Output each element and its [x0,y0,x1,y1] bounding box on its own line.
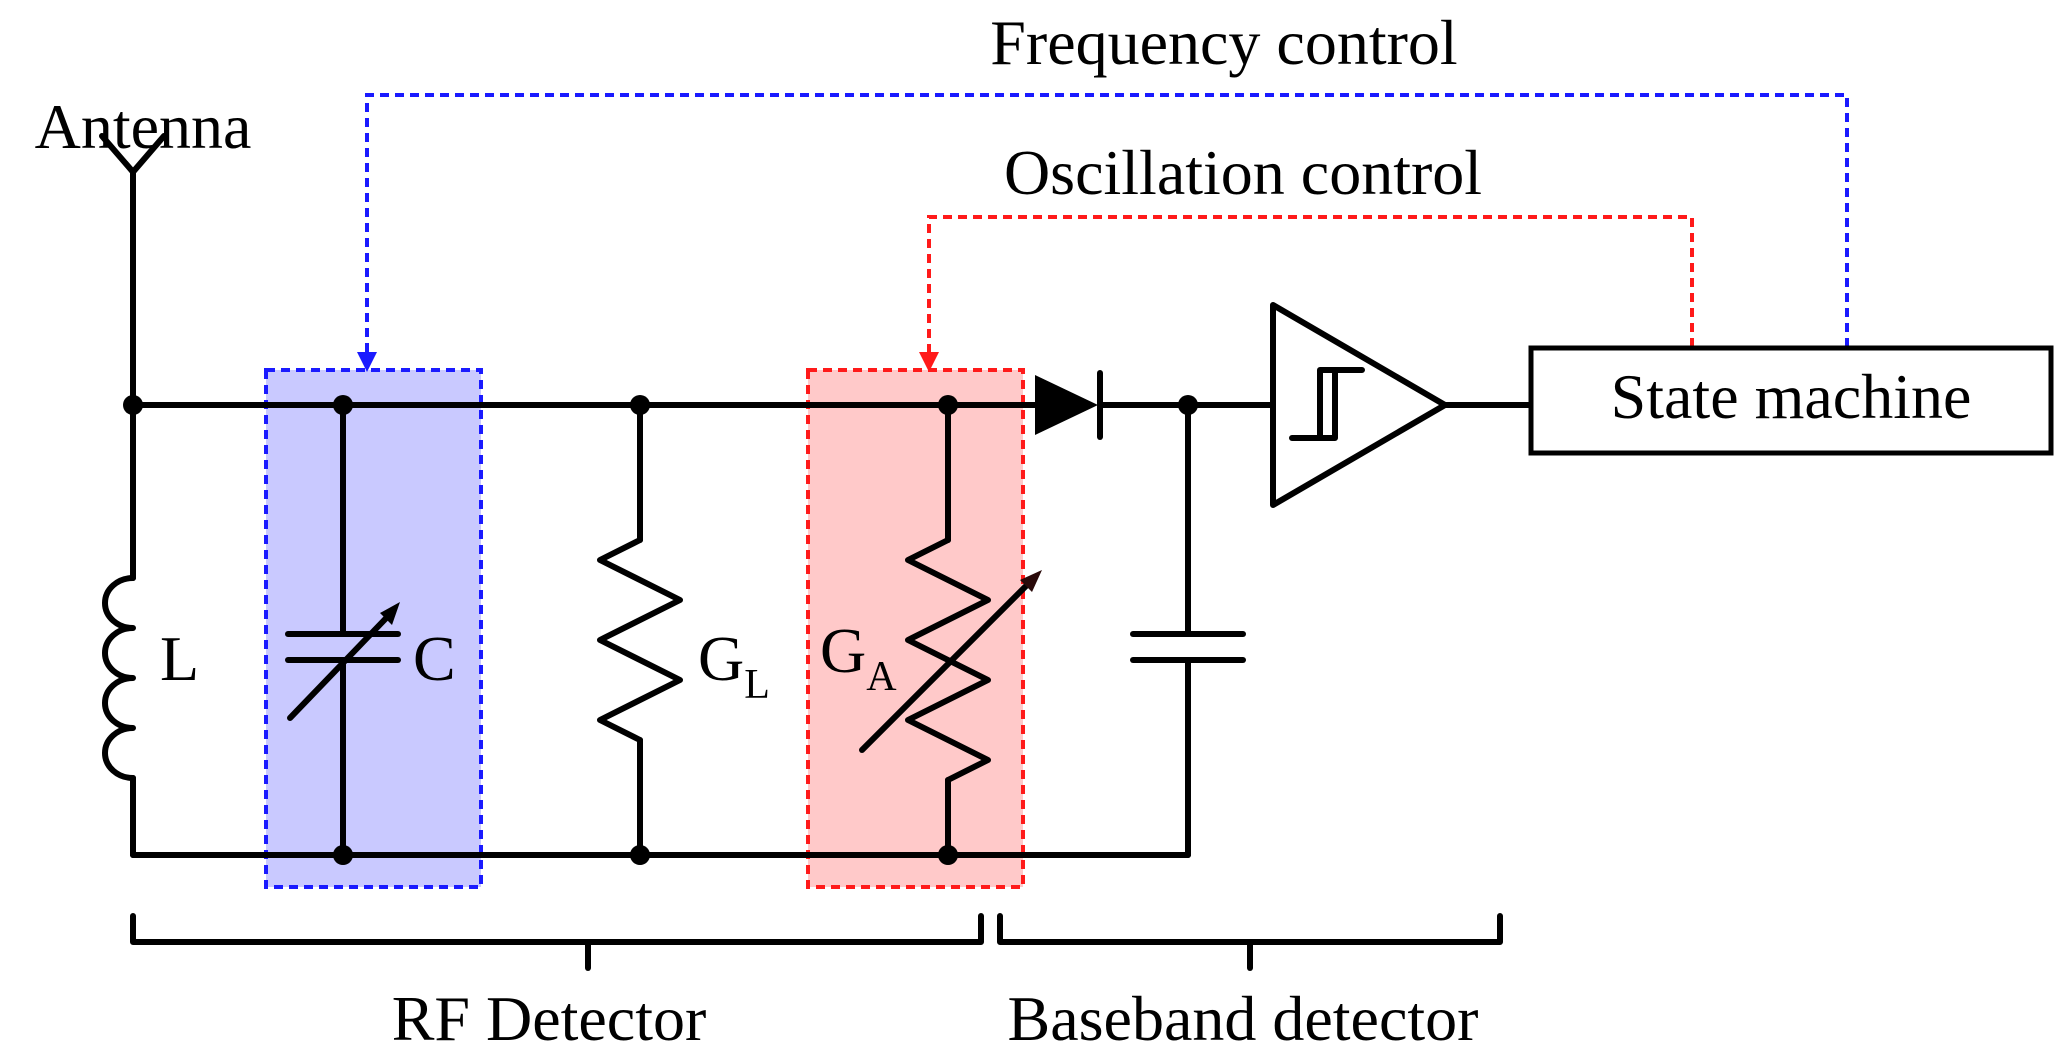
baseband-capacitor-icon [1130,402,1246,858]
frequency-control-arrowhead [357,352,377,372]
inductor-label: L [160,623,199,694]
active-conductance-label: GA [820,615,897,700]
capacitor-label: C [413,623,456,694]
frequency-control-line [365,93,1849,355]
schmitt-trigger-comparator-icon [1270,302,1534,508]
load-conductance-label: GL [698,623,770,708]
oscillation-control-line [927,215,1694,355]
state-machine-box [1528,345,2054,456]
state-machine-label: State machine [1611,361,1972,432]
oscillation-control-arrowhead [919,352,939,372]
antenna-label: Antenna [35,91,252,162]
active-conductance-variable-resistor-icon [859,402,1042,858]
junction-dots [123,395,1198,865]
frequency-control-label: Frequency control [990,7,1457,78]
rf-detector-bracket [130,913,984,971]
inductor-icon [102,402,136,858]
antenna-icon [99,133,167,408]
variable-capacitor-icon [285,402,401,858]
rf-detector-label: RF Detector [392,983,707,1054]
baseband-detector-bracket [997,913,1503,971]
load-conductance-resistor-icon [597,402,683,858]
diode-icon [1035,370,1273,440]
baseband-detector-label: Baseband detector [1008,983,1479,1054]
oscillation-control-label: Oscillation control [1004,137,1482,208]
